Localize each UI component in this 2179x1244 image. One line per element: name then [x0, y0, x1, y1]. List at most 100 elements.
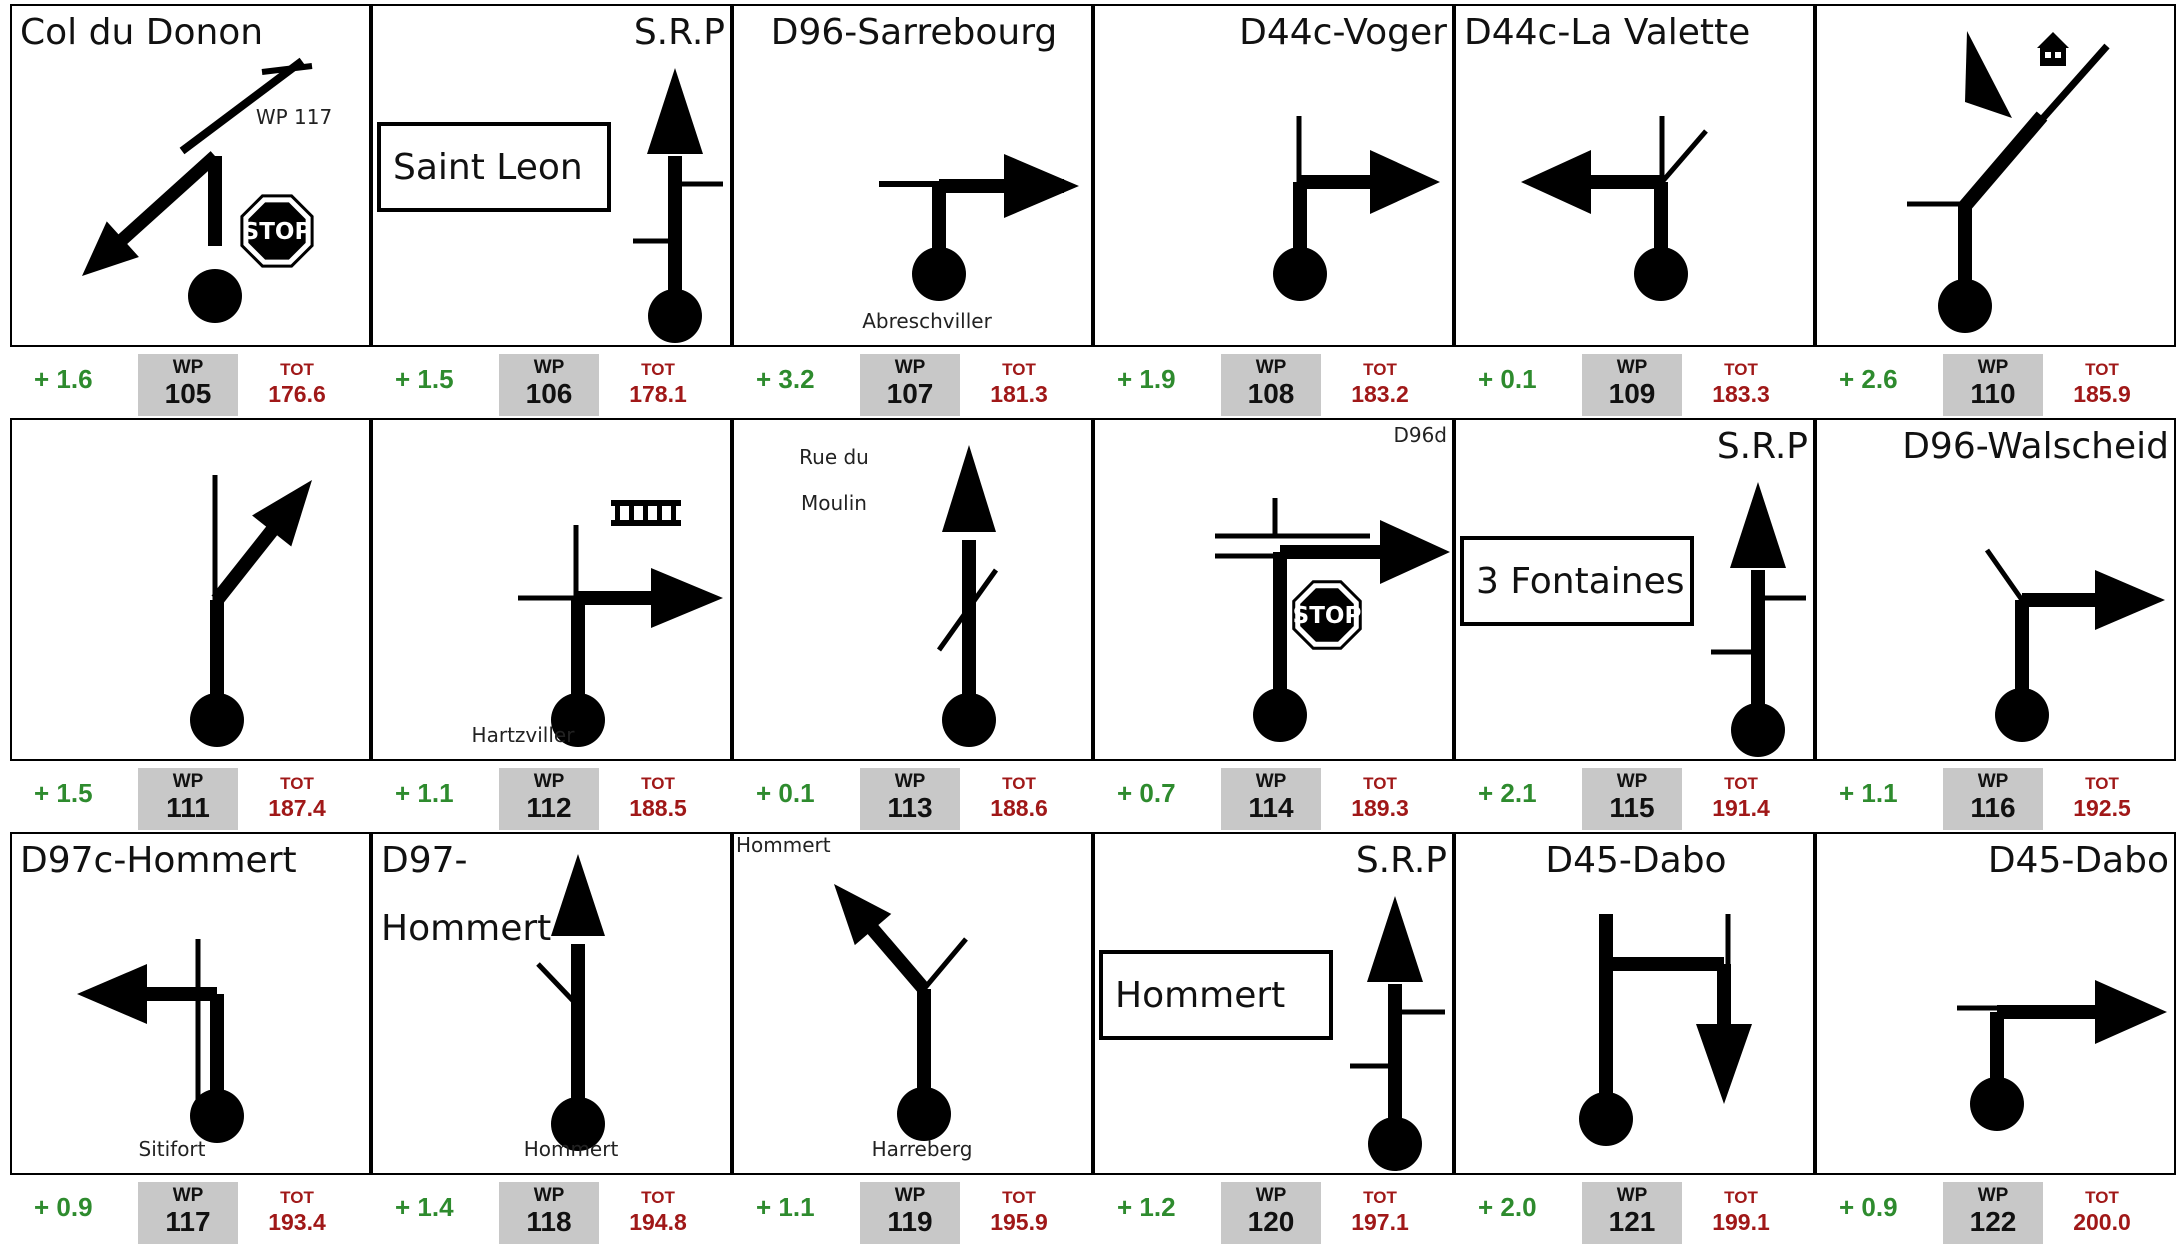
total-distance: 176.6	[268, 381, 326, 407]
sleeper	[629, 500, 634, 526]
total-distance: 193.4	[268, 1209, 326, 1235]
start-dot	[551, 1097, 605, 1151]
waypoint-number: 118	[526, 1206, 572, 1237]
total-distance: 187.4	[268, 795, 326, 821]
tulip-drawing	[1579, 914, 1752, 1146]
total-distance: 197.1	[1351, 1209, 1409, 1235]
tulip-drawing	[879, 154, 1079, 301]
arrow-head	[942, 445, 996, 532]
place-label: Moulin	[801, 491, 867, 515]
side-road	[922, 937, 968, 991]
arrow-head	[1521, 150, 1591, 214]
waypoint-label: WP	[533, 1185, 565, 1206]
start-dot	[190, 693, 244, 747]
waypoint-number: 107	[886, 378, 934, 409]
partial-distance: + 1.9	[1117, 364, 1176, 394]
total-distance-box: TOT 188.5	[603, 774, 713, 822]
arrow-head	[1965, 31, 2012, 118]
total-distance: 199.1	[1712, 1209, 1770, 1235]
waypoint-label: WP	[172, 1185, 204, 1206]
tulip-svg: D96-Walscheid	[1902, 426, 2169, 742]
partial-distance: + 0.1	[756, 778, 815, 808]
partial-distance: + 2.6	[1839, 364, 1898, 394]
waypoint-title: S.R.P	[634, 12, 725, 53]
total-distance: 185.9	[2073, 381, 2131, 407]
total-distance: 183.2	[1351, 381, 1409, 407]
arrow-head	[1370, 150, 1440, 214]
waypoint-number: 119	[887, 1206, 933, 1237]
waypoint-number: 121	[1608, 1206, 1656, 1237]
total-distance: 178.1	[629, 381, 687, 407]
side-road	[1962, 43, 2110, 209]
tulip-diagram	[10, 418, 371, 761]
start-dot	[190, 1089, 244, 1143]
waypoint-title-line2: Hommert	[381, 908, 551, 949]
total-label: TOT	[641, 1188, 675, 1207]
total-distance: 189.3	[1351, 795, 1409, 821]
tulip-diagram: D45-Dabo	[1454, 832, 1815, 1175]
tulip-svg: D44c-La Valette	[1464, 12, 1750, 301]
tulip-drawing	[936, 445, 999, 747]
waypoint-number: 109	[1608, 378, 1656, 409]
total-label: TOT	[1724, 1188, 1758, 1207]
tulip-drawing	[77, 939, 244, 1143]
total-label: TOT	[1363, 774, 1397, 793]
tulip-svg	[190, 475, 312, 747]
place-label: WP 117	[256, 105, 332, 129]
waypoint-title: D96-Walscheid	[1902, 426, 2169, 467]
arrow-head	[647, 68, 703, 154]
tulip-diagram: D44c-La Valette	[1454, 4, 1815, 347]
waypoint-label: WP	[1977, 771, 2009, 792]
arrow-head	[252, 480, 312, 547]
arrow-head	[2095, 570, 2165, 630]
start-dot	[1634, 247, 1688, 301]
total-distance-box: TOT 194.8	[603, 1188, 713, 1236]
waypoint-number: 110	[1970, 378, 2016, 409]
arrow-head	[834, 884, 892, 946]
total-distance: 194.8	[629, 1209, 687, 1235]
partial-distance: + 1.4	[395, 1192, 454, 1222]
waypoint-label: WP	[894, 771, 926, 792]
total-distance: 188.5	[629, 795, 687, 821]
tulip-drawing	[1984, 548, 2165, 742]
start-dot	[648, 289, 702, 343]
tulip-drawing	[834, 884, 968, 1141]
tulip-diagram: Hartzviller	[371, 418, 732, 761]
arrow-head	[1730, 482, 1786, 568]
tulip-drawing: STOP	[82, 57, 314, 323]
partial-distance: + 1.1	[756, 1192, 815, 1222]
start-dot	[1970, 1077, 2024, 1131]
sleeper	[671, 500, 676, 526]
tulip-drawing	[1907, 31, 2110, 333]
waypoint-title: Col du Donon	[20, 12, 263, 53]
waypoint-label: WP	[172, 771, 204, 792]
arrow-head	[651, 568, 723, 628]
side-road	[1984, 548, 2025, 602]
arrow-head	[1367, 896, 1423, 982]
place-label: Sitifort	[139, 1137, 206, 1161]
total-label: TOT	[641, 774, 675, 793]
